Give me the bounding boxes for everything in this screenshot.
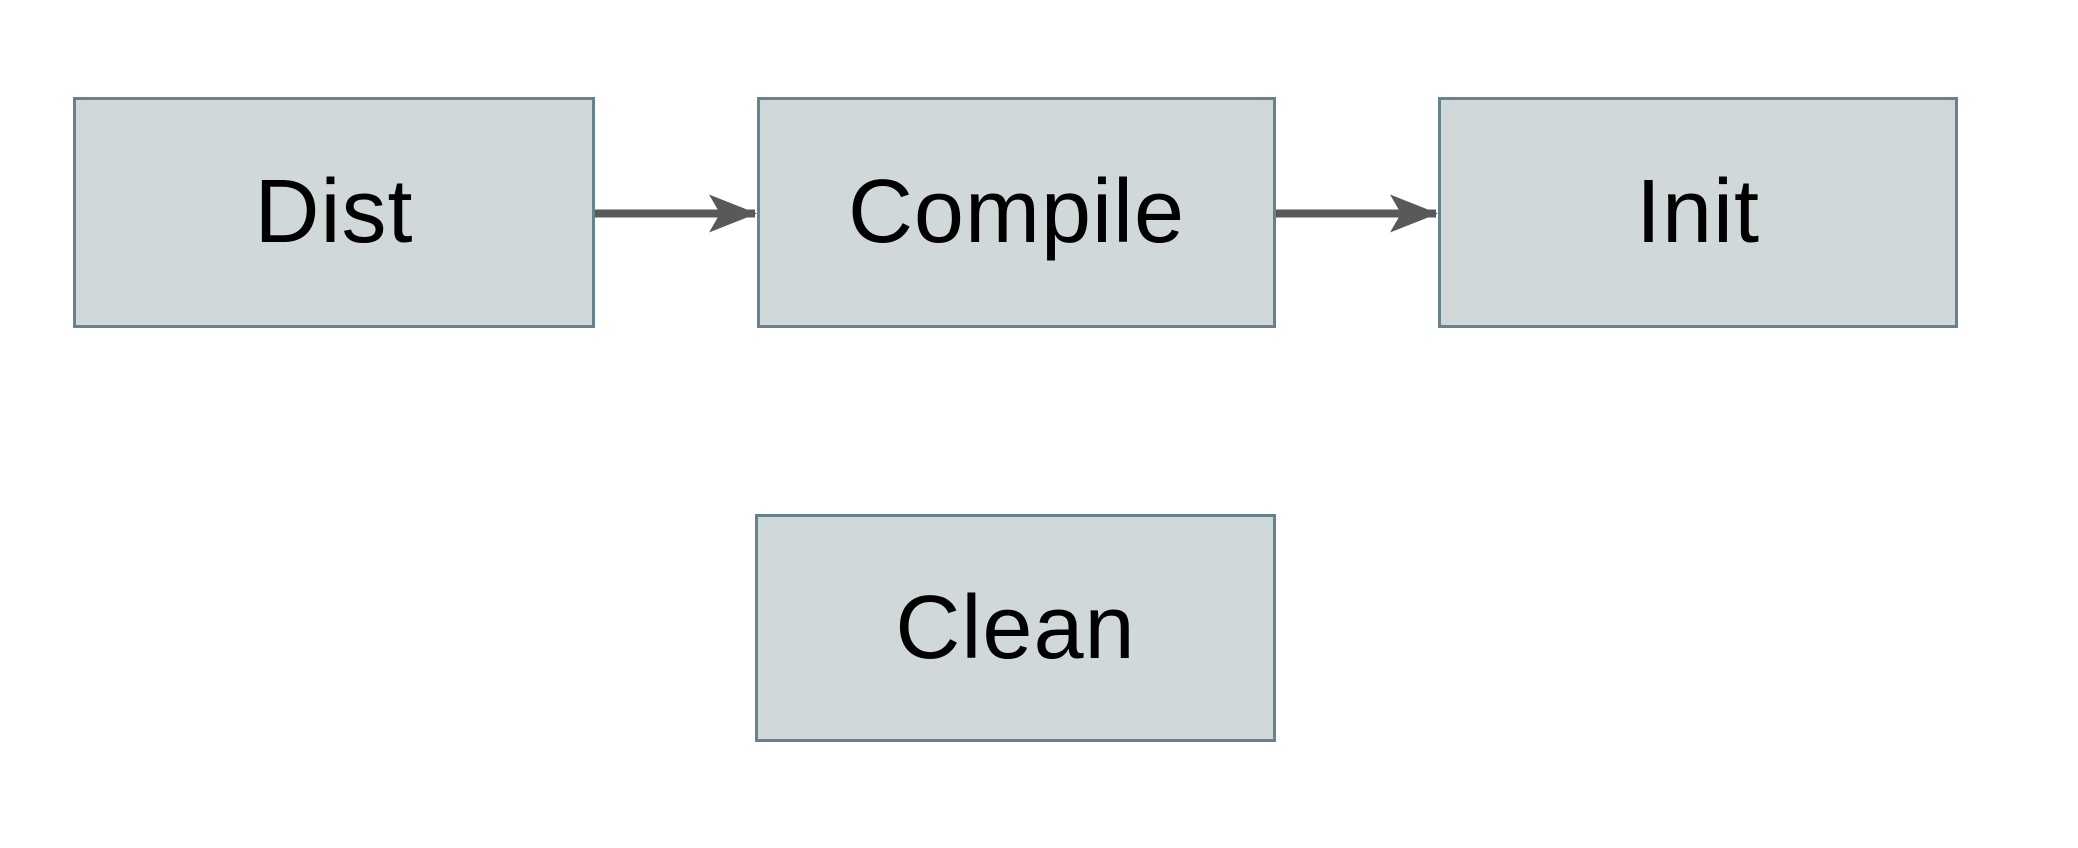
- node-compile-label: Compile: [847, 162, 1186, 262]
- node-init-label: Init: [1635, 162, 1761, 262]
- node-clean: Clean: [755, 514, 1276, 742]
- node-init: Init: [1438, 97, 1958, 328]
- node-dist: Dist: [73, 97, 595, 328]
- node-dist-label: Dist: [254, 162, 414, 262]
- node-clean-label: Clean: [895, 577, 1136, 678]
- node-compile: Compile: [757, 97, 1276, 328]
